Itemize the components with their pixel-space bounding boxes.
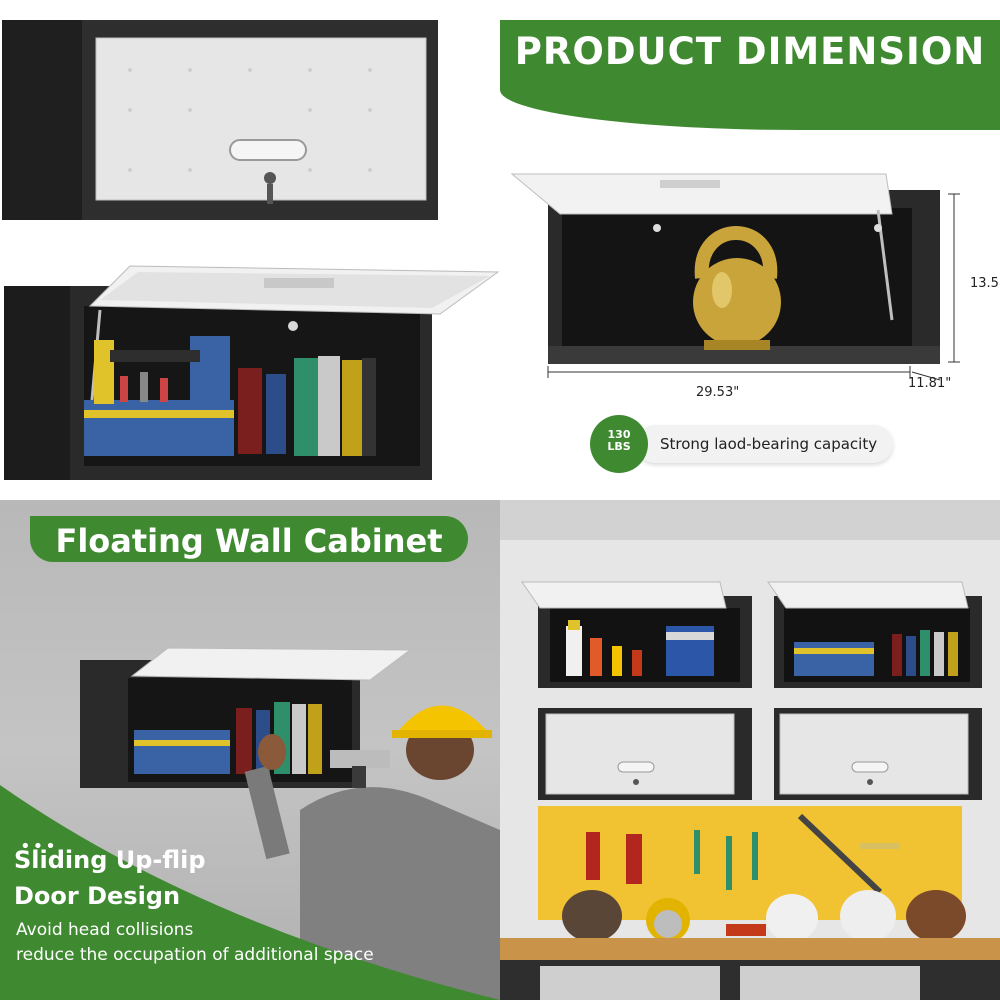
- floating-banner: [30, 516, 468, 562]
- closed-cabinet-left: [538, 708, 752, 800]
- closed-cabinet: [2, 20, 438, 220]
- height-label: 13.58": [970, 276, 1000, 291]
- product-photo-panel: [0, 0, 500, 500]
- cabinet-photos: [2, 20, 500, 480]
- feature-backdrop: [0, 785, 500, 1000]
- dimension-title: PRODUCT DIMENSION: [514, 30, 986, 73]
- decorative-dots: •••: [20, 836, 58, 857]
- garage-scene: [500, 500, 1000, 1000]
- floating-title: Floating Wall Cabinet: [55, 522, 443, 560]
- feature-description: Avoid head collisions reduce the occupat…: [16, 918, 416, 968]
- capacity-value: 130: [607, 428, 631, 441]
- open-cabinet: [4, 265, 500, 480]
- floating-cabinet-panel: Floating Wall Cabinet ••• Sliding Up-fli…: [0, 500, 500, 1000]
- feature-title-line1: Sliding Up-flip: [14, 846, 206, 874]
- open-cabinet-right: [767, 581, 982, 688]
- feature-title: Sliding Up-flip Door Design: [14, 842, 274, 914]
- closed-cabinet-right: [774, 708, 982, 800]
- garage-scene-panel: [500, 500, 1000, 1000]
- width-label: 29.53": [696, 385, 740, 400]
- dimension-diagram: [510, 173, 960, 381]
- capacity-text: Strong laod-bearing capacity: [636, 425, 894, 463]
- feature-desc-line2: reduce the occupation of additional spac…: [16, 945, 374, 965]
- capacity-badge: 130 LBS Strong laod-bearing capacity: [590, 414, 910, 474]
- worker-figure: [244, 705, 500, 1000]
- installation-scene: [80, 647, 500, 1000]
- capacity-unit: LBS: [607, 440, 631, 453]
- dimension-panel: PRODUCT DIMENSION 13.58" 29.53" 11.81": [500, 0, 1000, 500]
- weight-icon: 130 LBS: [590, 415, 648, 473]
- open-cabinet-left: [521, 581, 752, 688]
- depth-label: 11.81": [908, 376, 952, 391]
- kettlebell: [693, 226, 781, 350]
- dimension-banner: [500, 20, 1000, 130]
- feature-desc-line1: Avoid head collisions: [16, 920, 194, 940]
- feature-title-line2: Door Design: [14, 882, 181, 910]
